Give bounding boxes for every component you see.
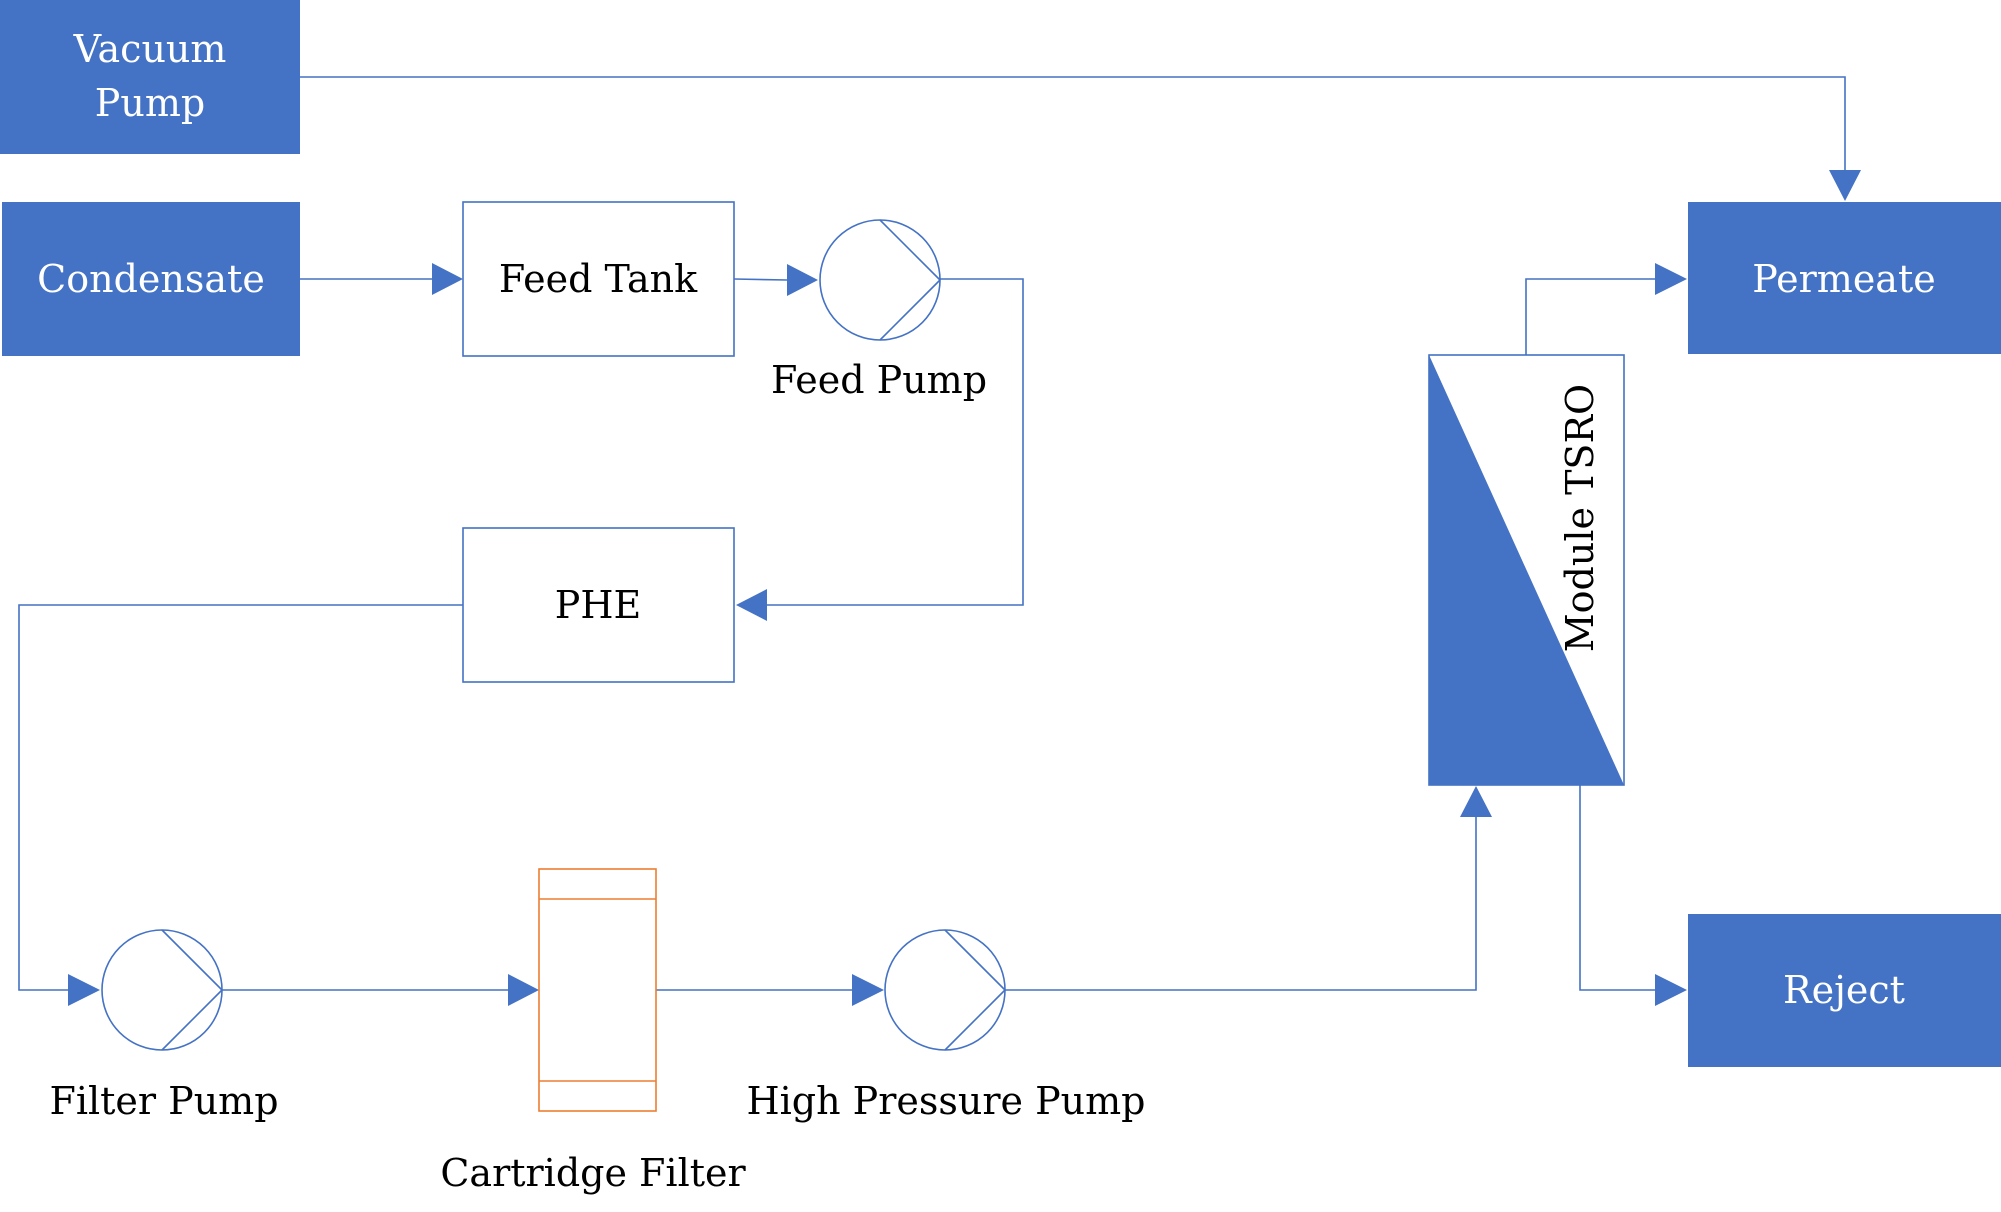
pump-icon bbox=[101, 929, 223, 1051]
feed-pump-label: Feed Pump bbox=[771, 358, 987, 402]
pump-icon bbox=[884, 929, 1006, 1051]
condensate-label: Condensate bbox=[37, 257, 265, 301]
connectors bbox=[18, 76, 1846, 991]
line-vacuum-to-permeate bbox=[300, 76, 1846, 170]
cartridge-filter-icon bbox=[538, 868, 657, 1112]
arrowhead-icon bbox=[432, 263, 463, 295]
line-module-to-reject bbox=[1579, 785, 1655, 991]
permeate-label: Permeate bbox=[1752, 257, 1935, 301]
arrowhead-icon bbox=[68, 974, 100, 1006]
vacuum-pump-label-line1: Vacuum bbox=[73, 27, 227, 71]
filter-pump-label: Filter Pump bbox=[49, 1079, 278, 1123]
arrowhead-icon bbox=[508, 974, 539, 1006]
phe-box: PHE bbox=[462, 527, 735, 683]
arrowhead-icon bbox=[1460, 786, 1492, 817]
line-feed-tank-to-feed-pump bbox=[733, 278, 788, 281]
arrowhead-icon bbox=[1655, 263, 1687, 295]
arrowhead-icon bbox=[852, 974, 884, 1006]
line-hp-pump-to-module bbox=[1005, 817, 1477, 991]
feed-tank-label: Feed Tank bbox=[499, 257, 698, 301]
reject-label: Reject bbox=[1783, 968, 1905, 1012]
high-pressure-pump-label: High Pressure Pump bbox=[747, 1079, 1146, 1123]
arrowhead-icon bbox=[736, 589, 767, 621]
arrowheads bbox=[68, 170, 1861, 1006]
line-feed-pump-to-phe bbox=[767, 278, 1024, 606]
arrowhead-icon bbox=[787, 264, 818, 296]
condensate-box: Condensate bbox=[2, 202, 300, 356]
arrowhead-icon bbox=[1829, 170, 1861, 201]
line-phe-to-filter-pump bbox=[18, 604, 463, 991]
vacuum-pump-box: Vacuum Pump bbox=[0, 0, 300, 154]
permeate-box: Permeate bbox=[1688, 202, 2001, 354]
feed-tank-box: Feed Tank bbox=[462, 201, 735, 357]
phe-label: PHE bbox=[555, 583, 641, 627]
vacuum-pump-label-line2: Pump bbox=[95, 81, 205, 125]
cartridge-filter-label: Cartridge Filter bbox=[440, 1151, 746, 1195]
line-module-to-permeate bbox=[1525, 278, 1655, 355]
reject-box: Reject bbox=[1688, 914, 2001, 1067]
membrane-icon bbox=[1429, 355, 1624, 785]
arrowhead-icon bbox=[1655, 974, 1687, 1006]
module-tsro-label: Module TSRO bbox=[1558, 384, 1602, 652]
pump-icon bbox=[819, 219, 941, 341]
module-tsro: Module TSRO bbox=[1428, 354, 1625, 786]
